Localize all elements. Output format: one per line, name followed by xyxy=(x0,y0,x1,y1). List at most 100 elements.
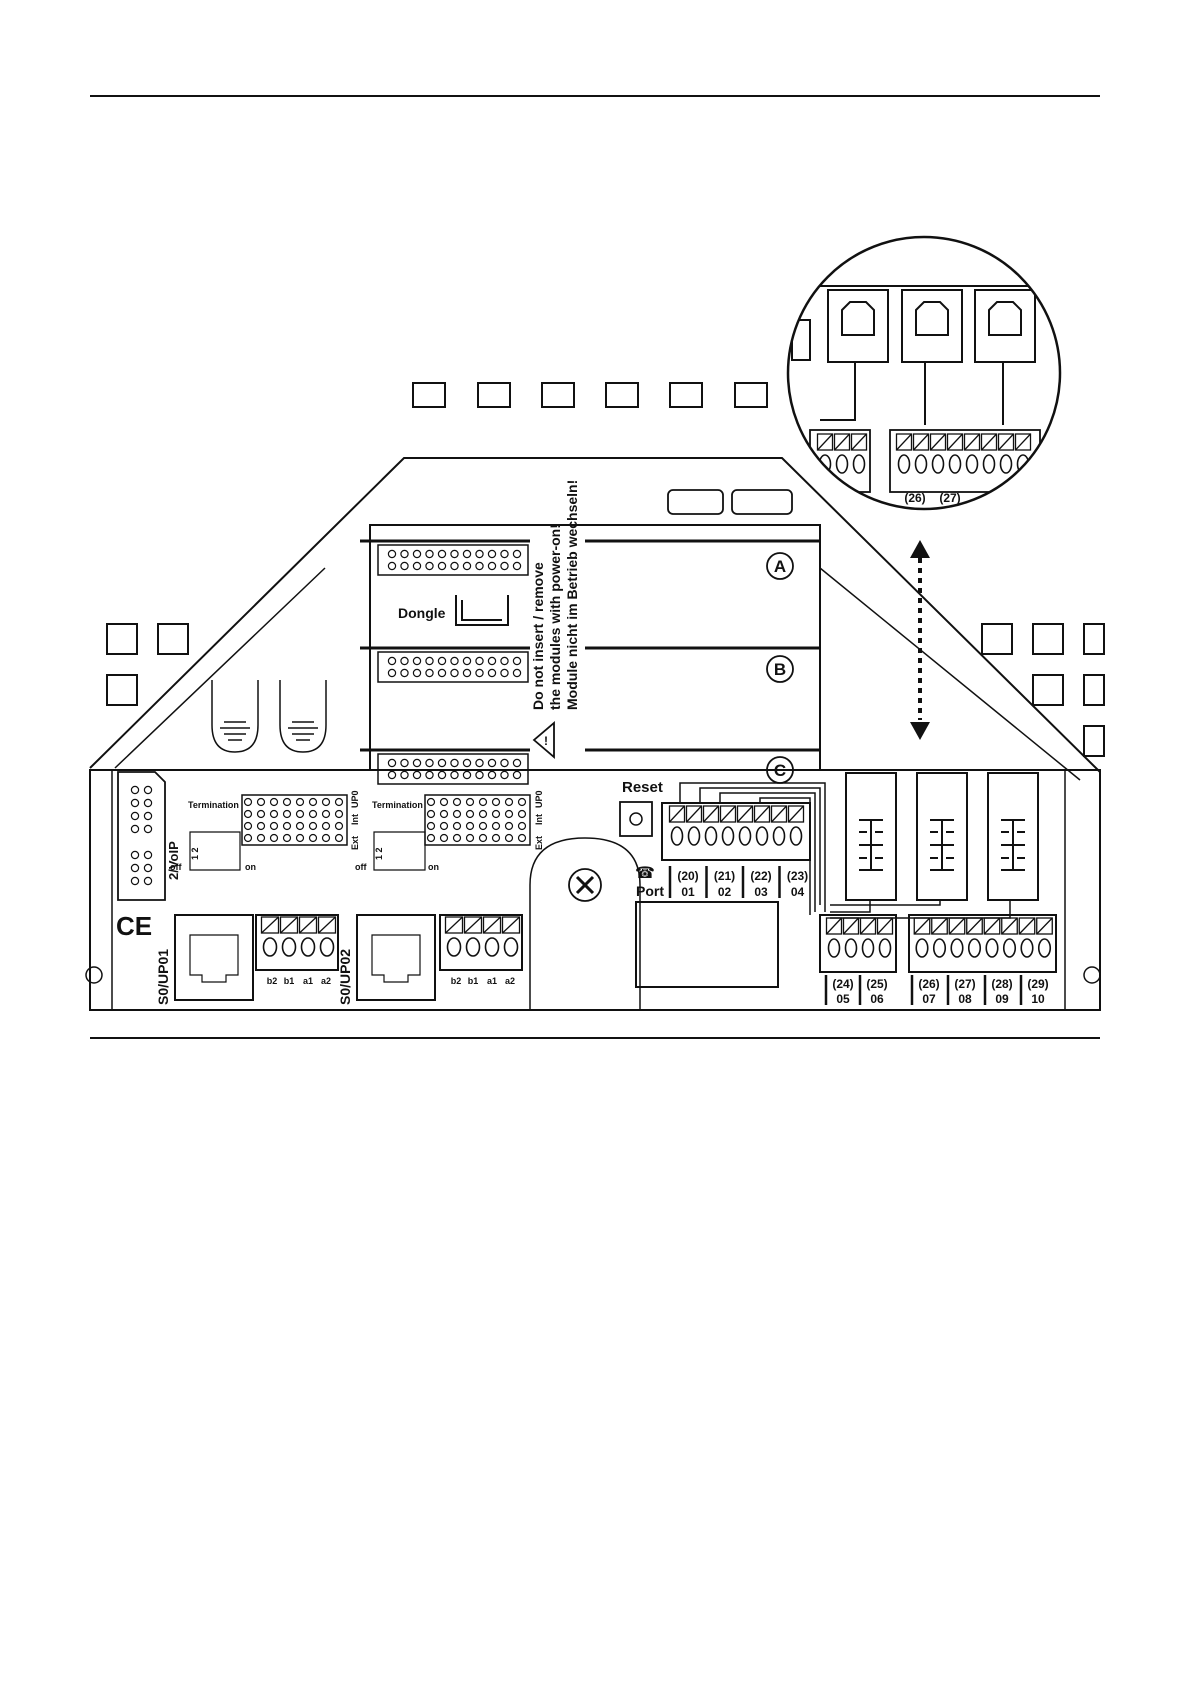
terminal-clamp xyxy=(279,916,299,934)
jumper-pin xyxy=(308,797,318,807)
port-terminal-screws xyxy=(668,805,805,846)
terminal-clamp-slash xyxy=(502,916,520,934)
module-rails xyxy=(360,539,820,752)
terminal-clamp-slash xyxy=(947,433,963,451)
terminal-clamp xyxy=(980,433,998,451)
connector-pin xyxy=(425,770,434,780)
jumper-pin xyxy=(282,809,292,819)
jumper-pin xyxy=(334,797,344,807)
connector-pin xyxy=(412,758,422,768)
connector-pins xyxy=(387,549,522,780)
terminal-clamp-slash xyxy=(913,433,929,451)
terminal-screw xyxy=(985,938,999,958)
termination-jumper-pins xyxy=(243,797,527,843)
terminal-clamp xyxy=(317,916,337,934)
terminal-clamp-slash xyxy=(771,805,787,823)
jumper-pin xyxy=(439,833,449,843)
terminal-number: (20) xyxy=(677,869,698,883)
jumper-pin xyxy=(452,821,462,831)
terminal-screw xyxy=(967,938,982,958)
ext-label-2: Ext xyxy=(534,836,544,850)
terminal-number: (28) xyxy=(991,977,1012,991)
terminal-clamp-slash xyxy=(280,916,298,934)
connector-pin xyxy=(500,656,509,666)
jumper-pin xyxy=(321,821,331,831)
connector-pin xyxy=(462,770,472,780)
connector-pin xyxy=(425,561,434,571)
terminal-number: (29) xyxy=(1027,977,1048,991)
terminal-screw xyxy=(982,454,996,474)
jumper-pin xyxy=(269,797,279,807)
voip-pin xyxy=(143,850,153,860)
terminal-clamp-slash xyxy=(1036,917,1053,935)
jumper-pin xyxy=(504,797,514,807)
jumper-pin xyxy=(452,797,462,807)
terminal-screw xyxy=(827,938,841,958)
terminal-clamp xyxy=(482,916,502,934)
zoom-terminal-27: (27) xyxy=(939,491,960,505)
on-label-1: on xyxy=(245,862,256,872)
connector-pin xyxy=(475,561,484,571)
s0-port-2: S0/UP02 xyxy=(337,914,523,1005)
jumper-pin xyxy=(295,821,305,831)
terminal-clamp xyxy=(702,805,720,823)
connector-pin xyxy=(462,549,472,559)
jumper-pin xyxy=(478,833,488,843)
terminal-clamp-slash xyxy=(261,916,279,934)
reset-button[interactable] xyxy=(619,801,653,837)
jumper-pin xyxy=(321,809,331,819)
s0-port-2-label: S0/UP02 xyxy=(337,949,353,1005)
jumper-pin xyxy=(243,821,253,831)
connector-pin xyxy=(487,668,497,678)
s0-1-pin-b2: b2 xyxy=(267,976,278,986)
terminal-number: (24) xyxy=(832,977,853,991)
connector-pin xyxy=(512,656,522,666)
s0-port-2-pins: b2 b1 a1 a2 xyxy=(451,976,515,986)
terminal-clamp-slash xyxy=(964,433,980,451)
terminal-screw xyxy=(835,454,849,474)
terminal-clamp xyxy=(859,917,877,935)
terminal-clamp xyxy=(997,433,1015,451)
s0-2-pin-b2: b2 xyxy=(451,976,462,986)
connector-pin xyxy=(387,549,397,559)
termination-block-2: Termination Ext Int UP0 off on 1 2 xyxy=(355,790,544,872)
voip-pin xyxy=(130,876,140,886)
jumper-pin xyxy=(256,809,266,819)
jumper-pin xyxy=(243,797,253,807)
terminal-screw xyxy=(914,454,928,474)
terminal-block-07-10 xyxy=(908,914,1057,973)
relay-block xyxy=(635,901,779,988)
terminal-screw xyxy=(319,937,335,957)
jumper-pin xyxy=(269,821,279,831)
connector-pin xyxy=(450,758,459,768)
warning-exclamation: ! xyxy=(544,734,548,748)
connector-pin xyxy=(487,656,497,666)
terminal-clamp-slash xyxy=(983,917,1001,935)
connector-pin xyxy=(512,758,522,768)
jumper-pin xyxy=(491,821,501,831)
terminal-clamp xyxy=(260,916,280,934)
terminal-screw xyxy=(878,938,892,958)
off-label-1: off xyxy=(170,862,182,872)
terminal-clamp-slash xyxy=(966,917,983,935)
terminal-clamp xyxy=(946,433,964,451)
connector-pin xyxy=(437,549,447,559)
connector-pin xyxy=(462,668,472,678)
upo-label-2: UP0 xyxy=(534,790,544,808)
terminal-number: (21) xyxy=(714,869,735,883)
ce-mark: CE xyxy=(116,911,152,941)
connector-pin xyxy=(462,656,472,666)
s0-port-1: S0/UP01 xyxy=(155,914,339,1005)
terminal-clamp-slash xyxy=(998,433,1014,451)
terminals-bottom-labels: (24)05(25)06(26)07(27)08(28)09(29)10 xyxy=(824,975,1049,1006)
voip-pin xyxy=(143,811,153,821)
s0-terminal-screws xyxy=(260,916,521,957)
s0-1-pin-b1: b1 xyxy=(284,976,295,986)
screw-cross xyxy=(575,875,595,895)
connector-pin xyxy=(412,668,422,678)
connector-pin xyxy=(512,770,522,780)
zoom-circle-outline xyxy=(786,235,1062,511)
connector-pin xyxy=(487,561,497,571)
jumper-pin xyxy=(465,833,475,843)
module-marking xyxy=(930,819,954,871)
